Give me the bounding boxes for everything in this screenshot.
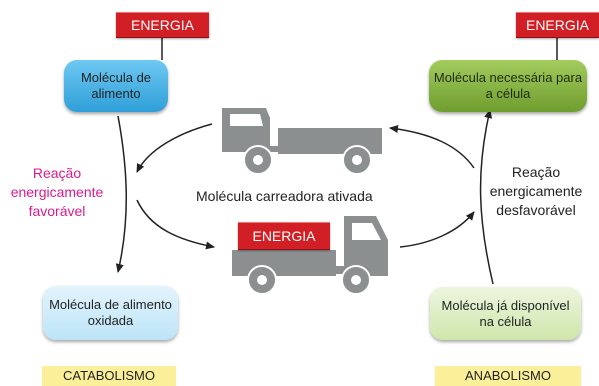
carrier-unload-arrow-right: [399, 211, 475, 248]
energy-tag-truck-cargo: ENERGIA: [238, 222, 330, 250]
activated-carrier-label: Molécula carreadora ativada: [196, 188, 373, 204]
available-molecule-box: Molécula já disponível na célula: [430, 287, 581, 340]
anabolism-arrow: [479, 109, 494, 285]
empty-truck-icon: [222, 108, 382, 175]
oxidized-molecule-box: Molécula de alimento oxidada: [43, 286, 178, 340]
anabolism-label: ANABOLISMO: [435, 366, 581, 386]
carrier-load-arrow-left: [136, 199, 215, 250]
catabolism-label: CATABOLISMO: [42, 366, 176, 386]
energy-tag-catabolism: ENERGIA: [116, 12, 209, 38]
carrier-return-arrow-right: [389, 125, 475, 169]
energy-tag-anabolism: ENERGIA: [516, 12, 599, 38]
catabolism-arrow: [115, 115, 128, 273]
carrier-return-arrow-left: [136, 123, 213, 173]
food-molecule-box: Molécula de alimento: [64, 60, 168, 112]
loaded-truck-icon: [232, 216, 388, 295]
needed-molecule-box: Molécula necessária para a célula: [429, 60, 587, 112]
unfavorable-reaction-label: Reação energicamente desfavorável: [489, 164, 583, 218]
favorable-reaction-label: Reação energicamente favorável: [10, 165, 104, 219]
